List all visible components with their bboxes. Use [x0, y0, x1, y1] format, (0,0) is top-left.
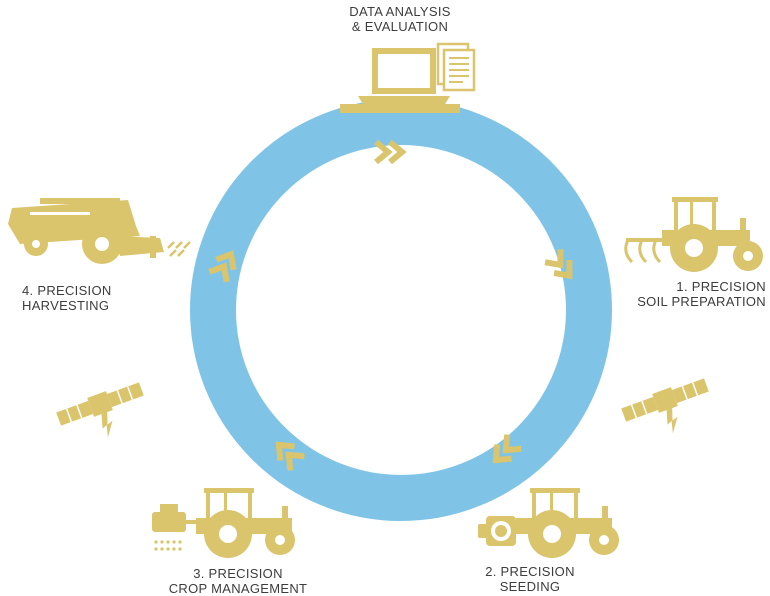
- label-harvesting: 4. PRECISION HARVESTING: [22, 283, 162, 313]
- tractor-with-sprayer-icon: [152, 488, 295, 558]
- laptop-with-documents-icon: [340, 42, 476, 113]
- double-chevron-icon: [544, 249, 573, 280]
- double-chevron-icon: [492, 434, 522, 464]
- satellite-icon: [56, 382, 144, 438]
- label-crop-management: 3. PRECISION CROP MANAGEMENT: [158, 566, 318, 596]
- label-line: HARVESTING: [22, 298, 110, 313]
- label-soil-preparation: 1. PRECISION SOIL PREPARATION: [600, 279, 766, 309]
- label-line: CROP MANAGEMENT: [168, 581, 308, 596]
- label-line: 3. PRECISION: [193, 566, 283, 581]
- label-line: SOIL PREPARATION: [637, 294, 766, 309]
- label-line: DATA ANALYSIS: [349, 4, 451, 19]
- label-data-analysis: DATA ANALYSIS & EVALUATION: [325, 4, 475, 34]
- satellite-icon: [621, 378, 709, 434]
- label-seeding: 2. PRECISION SEEDING: [470, 564, 590, 594]
- tractor-with-seeder-icon: [478, 488, 619, 558]
- double-chevron-icon: [208, 250, 237, 283]
- cycle-ring: [190, 99, 612, 521]
- double-chevron-icon: [374, 139, 407, 165]
- combine-harvester-icon: [8, 198, 191, 264]
- tractor-with-cultivator-icon: [624, 197, 763, 272]
- label-line: 4. PRECISION: [22, 283, 112, 298]
- label-line: 1. PRECISION: [676, 279, 766, 294]
- label-line: 2. PRECISION: [485, 564, 575, 579]
- label-line: & EVALUATION: [351, 19, 449, 34]
- double-chevron-icon: [275, 441, 305, 471]
- label-line: SEEDING: [499, 579, 561, 594]
